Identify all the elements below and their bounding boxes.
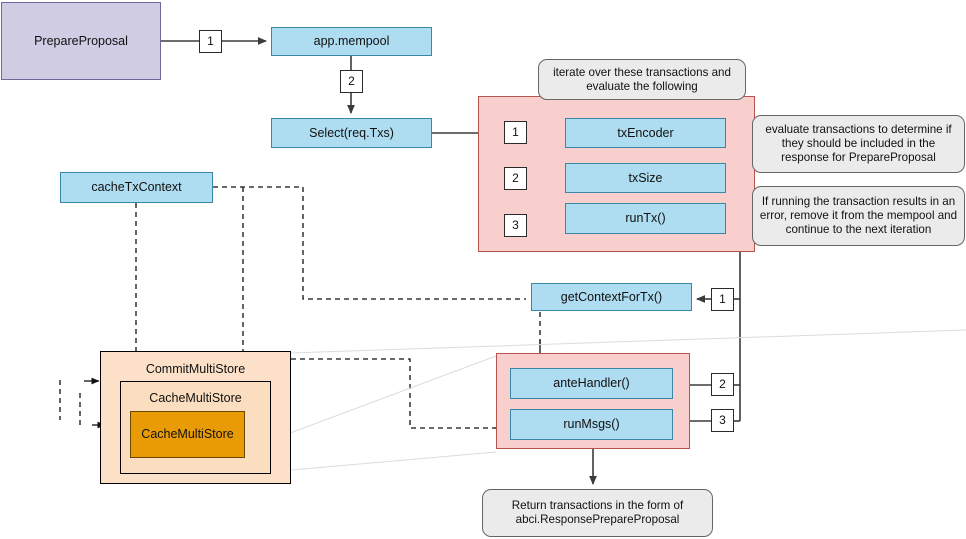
callout-evaluate: evaluate transactions to determine if th… <box>752 115 965 173</box>
get-context-for-tx-node[interactable]: getContextForTx() <box>531 283 692 311</box>
step-badge-label: 3 <box>512 218 519 233</box>
edge-commitmultistore-to-runmsgs <box>291 358 503 429</box>
callout-error-text: If running the transaction results in an… <box>759 195 958 236</box>
run-msgs-label: runMsgs() <box>563 417 620 432</box>
get-context-for-tx-label: getContextForTx() <box>560 289 663 304</box>
step-badge-runmsgs: 3 <box>711 409 734 432</box>
step-badge-label: 1 <box>719 292 726 307</box>
commit-multi-store-label: CommitMultiStore <box>145 362 246 376</box>
step-badge-iterate-2: 2 <box>504 167 527 190</box>
tx-size-label: txSize <box>628 170 663 185</box>
cache-multi-store-inner-box[interactable]: CacheMultiStore <box>130 411 245 458</box>
step-badge-label: 3 <box>719 413 726 428</box>
callout-error: If running the transaction results in an… <box>752 186 965 246</box>
tx-encoder-label: txEncoder <box>617 125 674 140</box>
step-badge-label: 1 <box>207 34 214 49</box>
run-tx-label: runTx() <box>625 211 666 226</box>
step-badge-label: 2 <box>348 74 355 89</box>
select-req-txs-label: Select(req.Txs) <box>309 125 394 140</box>
tx-encoder-node[interactable]: txEncoder <box>565 118 726 148</box>
step-badge-label: 2 <box>719 377 726 392</box>
callout-evaluate-text: evaluate transactions to determine if th… <box>765 123 952 164</box>
step-badge-iterate-3: 3 <box>504 214 527 237</box>
assoc-line-top <box>290 329 966 354</box>
run-msgs-node[interactable]: runMsgs() <box>510 409 673 440</box>
callout-iterate-text: iterate over these transactions and eval… <box>553 65 731 93</box>
callout-iterate: iterate over these transactions and eval… <box>538 59 746 100</box>
assoc-line-bottom <box>290 451 497 471</box>
step-badge-iterate-1: 1 <box>504 121 527 144</box>
cache-tx-context-node[interactable]: cacheTxContext <box>60 172 213 203</box>
step-badge-runtx-to-getcontext: 1 <box>711 288 734 311</box>
step-badge-entry-to-mempool: 1 <box>199 30 222 53</box>
ante-handler-node[interactable]: anteHandler() <box>510 368 673 399</box>
callout-return-text: Return transactions in the form of abci.… <box>511 499 684 526</box>
callout-return: Return transactions in the form of abci.… <box>482 489 713 537</box>
prepare-proposal-label: PrepareProposal <box>34 33 128 48</box>
step-badge-antehandler: 2 <box>711 373 734 396</box>
tx-size-node[interactable]: txSize <box>565 163 726 193</box>
run-tx-node[interactable]: runTx() <box>565 203 726 234</box>
cache-multi-store-label: CacheMultiStore <box>149 391 242 405</box>
cache-tx-context-label: cacheTxContext <box>91 180 182 195</box>
prepare-proposal-node[interactable]: PrepareProposal <box>1 2 161 80</box>
select-req-txs-node[interactable]: Select(req.Txs) <box>271 118 432 148</box>
ante-handler-label: anteHandler() <box>553 376 630 391</box>
app-mempool-label: app.mempool <box>313 34 390 49</box>
step-badge-label: 2 <box>512 171 519 186</box>
step-badge-mempool-to-select: 2 <box>340 70 363 93</box>
cache-multi-store-inner-label: CacheMultiStore <box>141 427 234 442</box>
step-badge-label: 1 <box>512 125 519 140</box>
app-mempool-node[interactable]: app.mempool <box>271 27 432 56</box>
